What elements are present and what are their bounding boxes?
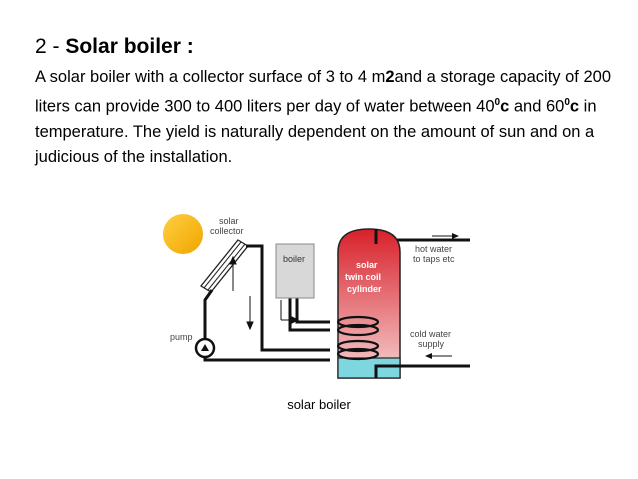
twin-coil-cylinder <box>336 228 401 379</box>
para-part-4: in temperature. The yield is naturally d… <box>35 97 597 166</box>
flow-arrows <box>229 255 300 331</box>
celsius-1: c <box>500 97 510 116</box>
label-hot-2: to taps etc <box>413 254 455 264</box>
title-bold: Solar boiler : <box>65 35 194 58</box>
celsius-2: c <box>569 97 580 116</box>
cold-water-arrow <box>425 353 452 359</box>
label-cylinder-2: twin coil <box>345 272 381 282</box>
para-exponent-2: 2 <box>385 68 395 86</box>
label-collector-2: collector <box>210 226 244 236</box>
label-cold-1: cold water <box>410 329 451 339</box>
slide-title: 2 - Solar boiler : <box>35 34 194 60</box>
degree-mark-1: 0 <box>494 97 501 108</box>
label-cylinder-1: solar <box>356 260 378 270</box>
body-paragraph: A solar boiler with a collector surface … <box>35 65 615 170</box>
cold-water-pipe <box>374 364 470 378</box>
label-cylinder-3: cylinder <box>347 284 382 294</box>
label-pump: pump <box>170 332 193 342</box>
degree-mark-2: 0 <box>564 97 570 108</box>
para-part-1: A solar boiler with a collector surface … <box>35 68 386 86</box>
label-collector-1: solar <box>219 216 239 226</box>
sun-icon <box>163 214 203 254</box>
para-part-2: and a storage capacity of 200 liters can… <box>35 68 611 116</box>
title-prefix: 2 - <box>35 35 66 58</box>
pump-icon <box>194 337 216 359</box>
solar-boiler-diagram: solar collector pump boiler <box>163 214 470 379</box>
label-cold-2: supply <box>418 339 445 349</box>
hot-water-arrow <box>432 233 459 239</box>
boiler-box <box>275 243 315 299</box>
label-hot-1: hot water <box>415 244 452 254</box>
label-boiler: boiler <box>283 254 305 264</box>
solar-collector-panel <box>200 239 249 293</box>
diagram-caption: solar boiler <box>287 397 351 412</box>
para-part-3: and 60 <box>509 97 565 116</box>
